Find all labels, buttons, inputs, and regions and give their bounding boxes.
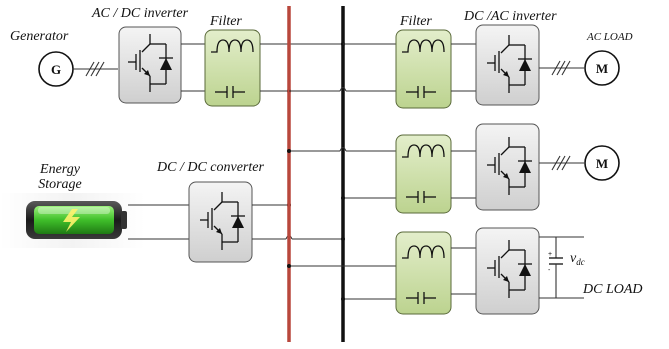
filter-right-label: Filter: [399, 14, 432, 29]
filter-left-block: [204, 29, 261, 107]
ac-load-label: AC LOAD: [586, 31, 633, 43]
right-branch-2: M: [287, 123, 620, 214]
dcac-inverter-label: DC /AC inverter: [463, 9, 557, 24]
motor-symbol-1: [584, 50, 620, 86]
filter-left-label: Filter: [209, 14, 242, 29]
dcac-inverter-block-2: [475, 123, 540, 211]
generator-label: Generator: [10, 29, 69, 44]
motor-symbol-2: [584, 145, 620, 181]
dc-converter-block-3: [475, 227, 540, 315]
vdc-symbol: vdc: [570, 251, 585, 267]
storage-branch: Energy Storage DC / DC converter: [0, 160, 345, 263]
dcac-inverter-block-1: [475, 24, 540, 106]
motor-m-text-2: M: [596, 156, 608, 171]
filter-right-block-3: [395, 231, 452, 315]
generator-g-text: G: [51, 62, 61, 77]
right-branch-3: + - vdc DC LOAD: [287, 227, 643, 315]
motor-m-text-1: M: [596, 61, 608, 76]
battery-icon: [26, 201, 127, 239]
dc-load-label: DC LOAD: [582, 282, 643, 297]
energy-storage-label-1: Energy: [39, 162, 81, 177]
dcdc-converter-block: [188, 181, 253, 263]
right-branch-1: Filter DC /AC inverter AC LOAD M: [289, 9, 633, 109]
acdc-inverter-label: AC / DC inverter: [91, 6, 189, 21]
svg-text:+: +: [548, 251, 552, 258]
svg-text:-: -: [548, 267, 551, 274]
energy-storage-label-2: Storage: [38, 177, 82, 192]
filter-right-block-1: [395, 29, 452, 109]
filter-right-block-2: [395, 134, 452, 214]
dcdc-converter-label: DC / DC converter: [156, 160, 264, 175]
